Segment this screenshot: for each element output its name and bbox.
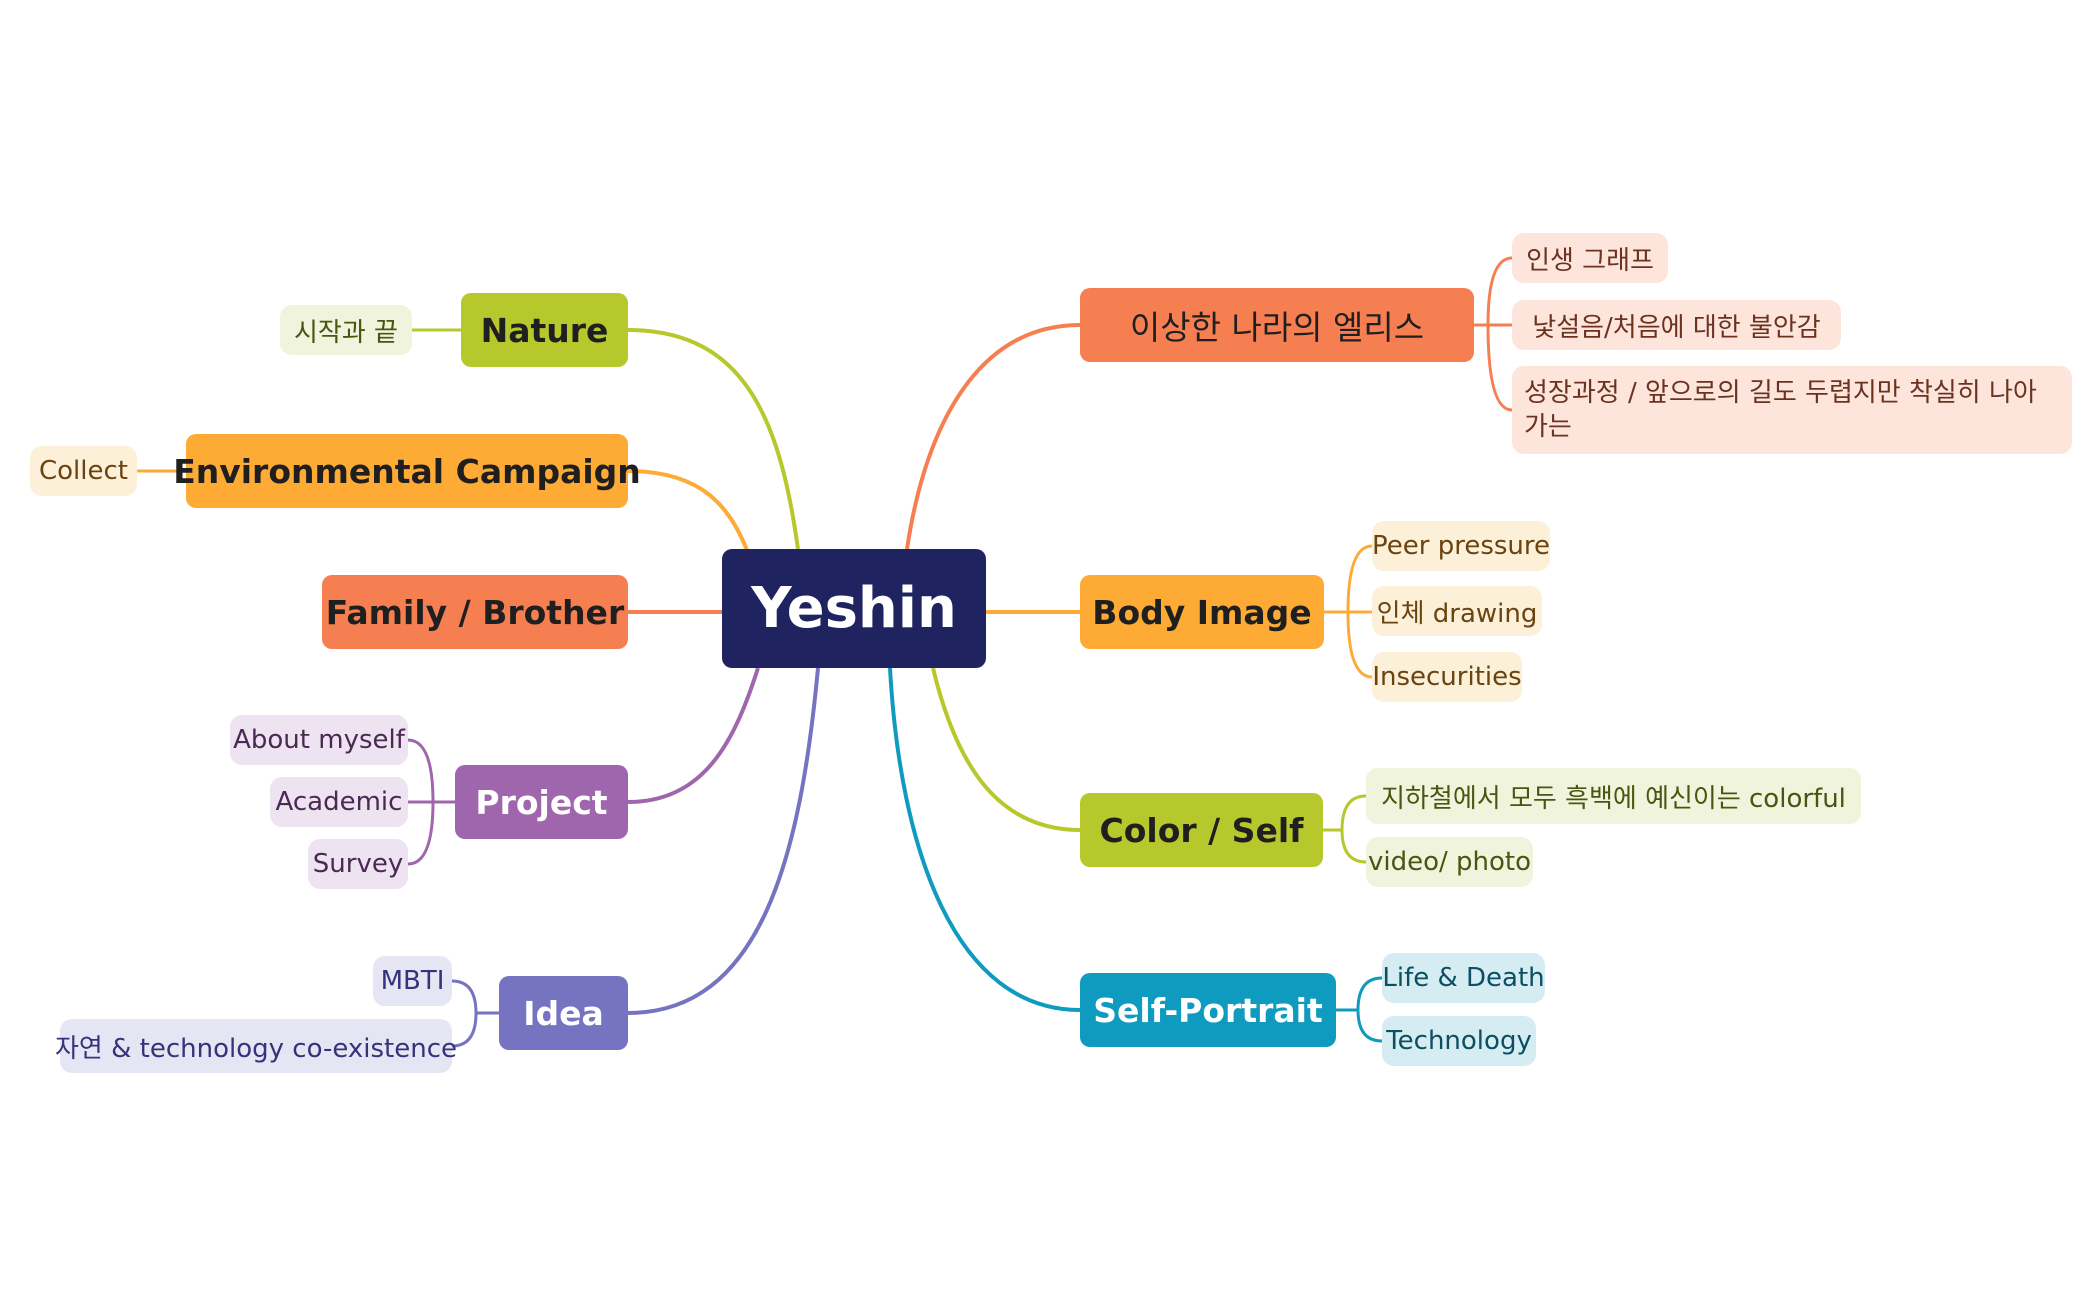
topic-nature[interactable]: Nature [461,293,628,367]
link-portrait-leaf-2 [1356,1009,1383,1043]
leaf-idea-1[interactable]: MBTI [373,956,452,1006]
link-alice-leaf-3 [1486,324,1513,412]
link-idea-leaf-2 [451,1012,478,1048]
leaf-nature-1[interactable]: 시작과 끝 [280,305,412,355]
link-project-leaf-1 [407,738,455,804]
root-node[interactable]: Yeshin [722,549,986,668]
link-body-leaf-1 [1324,544,1373,614]
leaf-project-1[interactable]: About myself [230,715,408,765]
leaf-alice-1[interactable]: 인생 그래프 [1512,233,1668,283]
link-color-leaf-2 [1340,829,1367,864]
link-alice [905,323,1081,550]
link-idea-leaf-1 [451,979,499,1015]
link-color-self [931,667,1081,832]
leaf-body-image-2[interactable]: 인체 drawing [1372,586,1542,636]
link-project [627,667,760,804]
link-project-leaf-3 [407,801,435,866]
link-body-leaf-3 [1346,611,1373,679]
leaf-color-self-1[interactable]: 지하철에서 모두 흑백에 예신이는 colorful [1366,768,1861,824]
link-self-portrait [888,667,1081,1012]
topic-alice[interactable]: 이상한 나라의 엘리스 [1080,288,1474,362]
leaf-body-image-3[interactable]: Insecurities [1372,652,1522,702]
link-env [627,469,750,554]
link-alice-leaf-1 [1474,256,1513,327]
link-color-leaf-1 [1323,794,1367,832]
link-idea [627,667,820,1015]
link-portrait-leaf-1 [1336,976,1383,1012]
leaf-alice-2[interactable]: 낯설음/처음에 대한 불안감 [1512,300,1841,350]
leaf-self-portrait-1[interactable]: Life & Death [1382,953,1545,1003]
topic-project[interactable]: Project [455,765,628,839]
link-nature [627,328,800,550]
leaf-alice-3[interactable]: 성장과정 / 앞으로의 길도 두렵지만 착실히 나아가는 [1512,366,2072,454]
leaf-project-3[interactable]: Survey [308,839,408,889]
topic-environmental-campaign[interactable]: Environmental Campaign [173,434,641,508]
topic-color-self[interactable]: Color / Self [1080,793,1323,867]
topic-self-portrait[interactable]: Self-Portrait [1080,973,1336,1047]
leaf-env-1[interactable]: Collect [30,446,137,496]
leaf-color-self-2[interactable]: video/ photo [1366,837,1533,887]
leaf-idea-2[interactable]: 자연 & technology co-existence [55,1019,457,1073]
topic-family-brother[interactable]: Family / Brother [322,575,628,649]
leaf-self-portrait-2[interactable]: Technology [1382,1016,1536,1066]
leaf-project-2[interactable]: Academic [270,777,408,827]
topic-idea[interactable]: Idea [499,976,628,1050]
leaf-body-image-1[interactable]: Peer pressure [1372,521,1550,571]
topic-body-image[interactable]: Body Image [1080,575,1324,649]
